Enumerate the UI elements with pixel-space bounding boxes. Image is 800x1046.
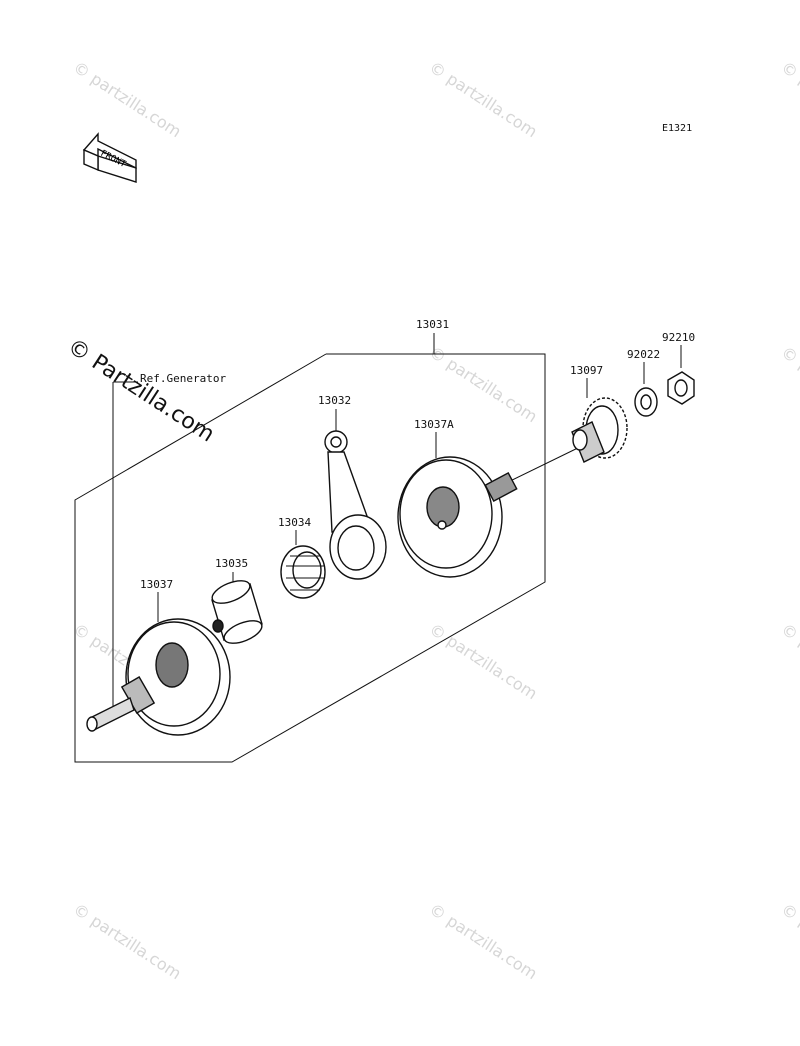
assembly-outline [74,353,546,763]
crankshaft-right-half [397,456,518,578]
label-92210: 92210 [662,331,695,344]
label-13037A: 13037A [414,418,454,431]
label-13097: 13097 [570,364,603,377]
gear [571,397,628,463]
label-ref-generator: Ref.Generator [140,372,226,385]
needle-bearing [280,545,326,599]
watermark: © partzilla.com [778,619,800,703]
watermark: © partzilla.com [70,57,185,141]
watermark: © partzilla.com [426,619,541,703]
watermark: © partzilla.com [426,899,541,983]
watermark: © partzilla.com [70,899,185,983]
washer [634,387,658,417]
nut [667,371,695,405]
connecting-rod [324,430,387,580]
watermark: © partzilla.com [778,342,800,426]
crank-pin [211,580,263,644]
label-13034: 13034 [278,516,311,529]
crankshaft-left-half [86,618,231,736]
label-92022: 92022 [627,348,660,361]
diagram-code: E1321 [662,123,692,134]
label-13037: 13037 [140,578,173,591]
watermark: © partzilla.com [426,57,541,141]
watermark: © partzilla.com [426,342,541,426]
label-13032: 13032 [318,394,351,407]
front-arrow-icon: FRONT [82,132,137,183]
label-13031: 13031 [416,318,449,331]
label-13035: 13035 [215,557,248,570]
watermark: © partzilla.com [778,57,800,141]
watermark: © partzilla.com [778,899,800,983]
